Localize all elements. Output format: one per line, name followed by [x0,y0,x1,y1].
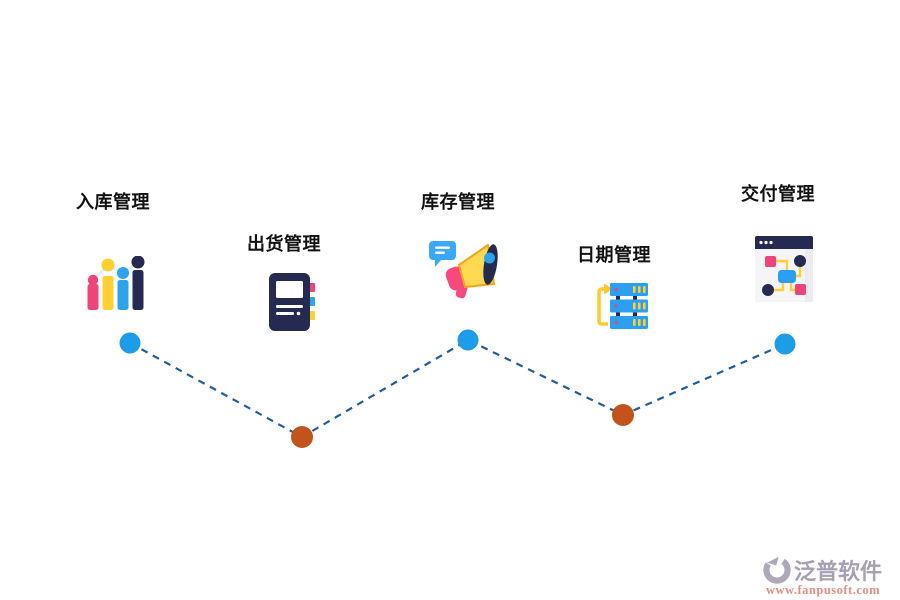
node-label-date: 日期管理 [577,245,651,265]
notebook-icon [269,273,315,331]
milestone-dot-2 [291,426,313,448]
node-label-shipping: 出货管理 [247,234,321,254]
node-label-delivery: 交付管理 [741,184,815,204]
watermark-url: www.fanpusoft.com [766,583,881,597]
fanpu-logo-icon [763,556,791,584]
watermark: 泛普软件 www.fanpusoft.com [762,554,894,598]
node-label-inventory: 库存管理 [421,192,495,212]
milestone-dot-3 [457,329,479,351]
bar-chart-icon [87,256,145,310]
server-stack-icon [597,283,648,329]
browser-flowchart-icon [755,236,813,302]
megaphone-icon [429,241,498,299]
milestone-dot-4 [612,404,634,426]
milestone-dot-1 [119,332,141,354]
watermark-brand: 泛普软件 [794,559,883,584]
connector-path [129,338,786,439]
node-label-inbound: 入库管理 [76,192,150,212]
milestone-dot-5 [774,333,796,355]
